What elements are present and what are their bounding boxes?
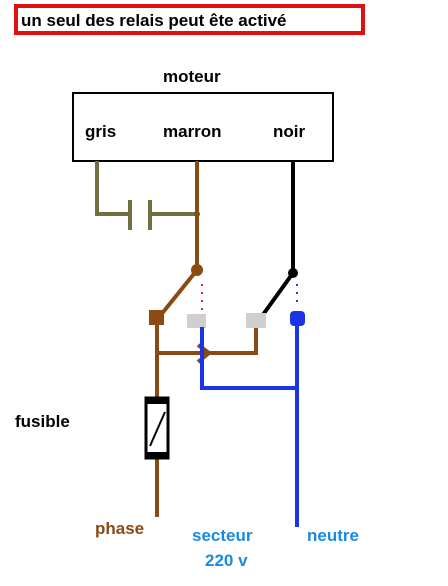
- voltage-label: 220 v: [205, 551, 248, 570]
- relay1-blade: [158, 268, 199, 318]
- relay2-gap-dots: [296, 284, 298, 302]
- phase-label: phase: [95, 519, 144, 538]
- phase-junction: [149, 310, 164, 325]
- relay2-pivot: [288, 268, 298, 278]
- marron-junction-dot: [194, 211, 200, 217]
- gris-wire-capacitor: [95, 161, 197, 230]
- relay2-contact: [246, 313, 266, 328]
- banner-text: un seul des relais peut ête activé: [21, 11, 287, 30]
- terminal-label-noir: noir: [273, 122, 305, 141]
- fuse-icon: [144, 396, 170, 460]
- secteur-label: secteur: [192, 526, 253, 545]
- phase-wire: [155, 318, 258, 517]
- fusible-label: fusible: [15, 412, 70, 431]
- motor-title: moteur: [163, 67, 221, 86]
- noir-wire: [260, 161, 295, 318]
- banner-box: [14, 4, 365, 35]
- neutral-contact: [290, 311, 305, 326]
- terminal-label-marron: marron: [163, 122, 222, 141]
- terminal-label-gris: gris: [85, 122, 116, 141]
- neutre-label: neutre: [307, 526, 359, 545]
- neutral-wire: [200, 320, 299, 527]
- motor-box: [72, 92, 334, 162]
- relay1-contact: [187, 314, 206, 328]
- relay1-gap-dots: [201, 284, 203, 310]
